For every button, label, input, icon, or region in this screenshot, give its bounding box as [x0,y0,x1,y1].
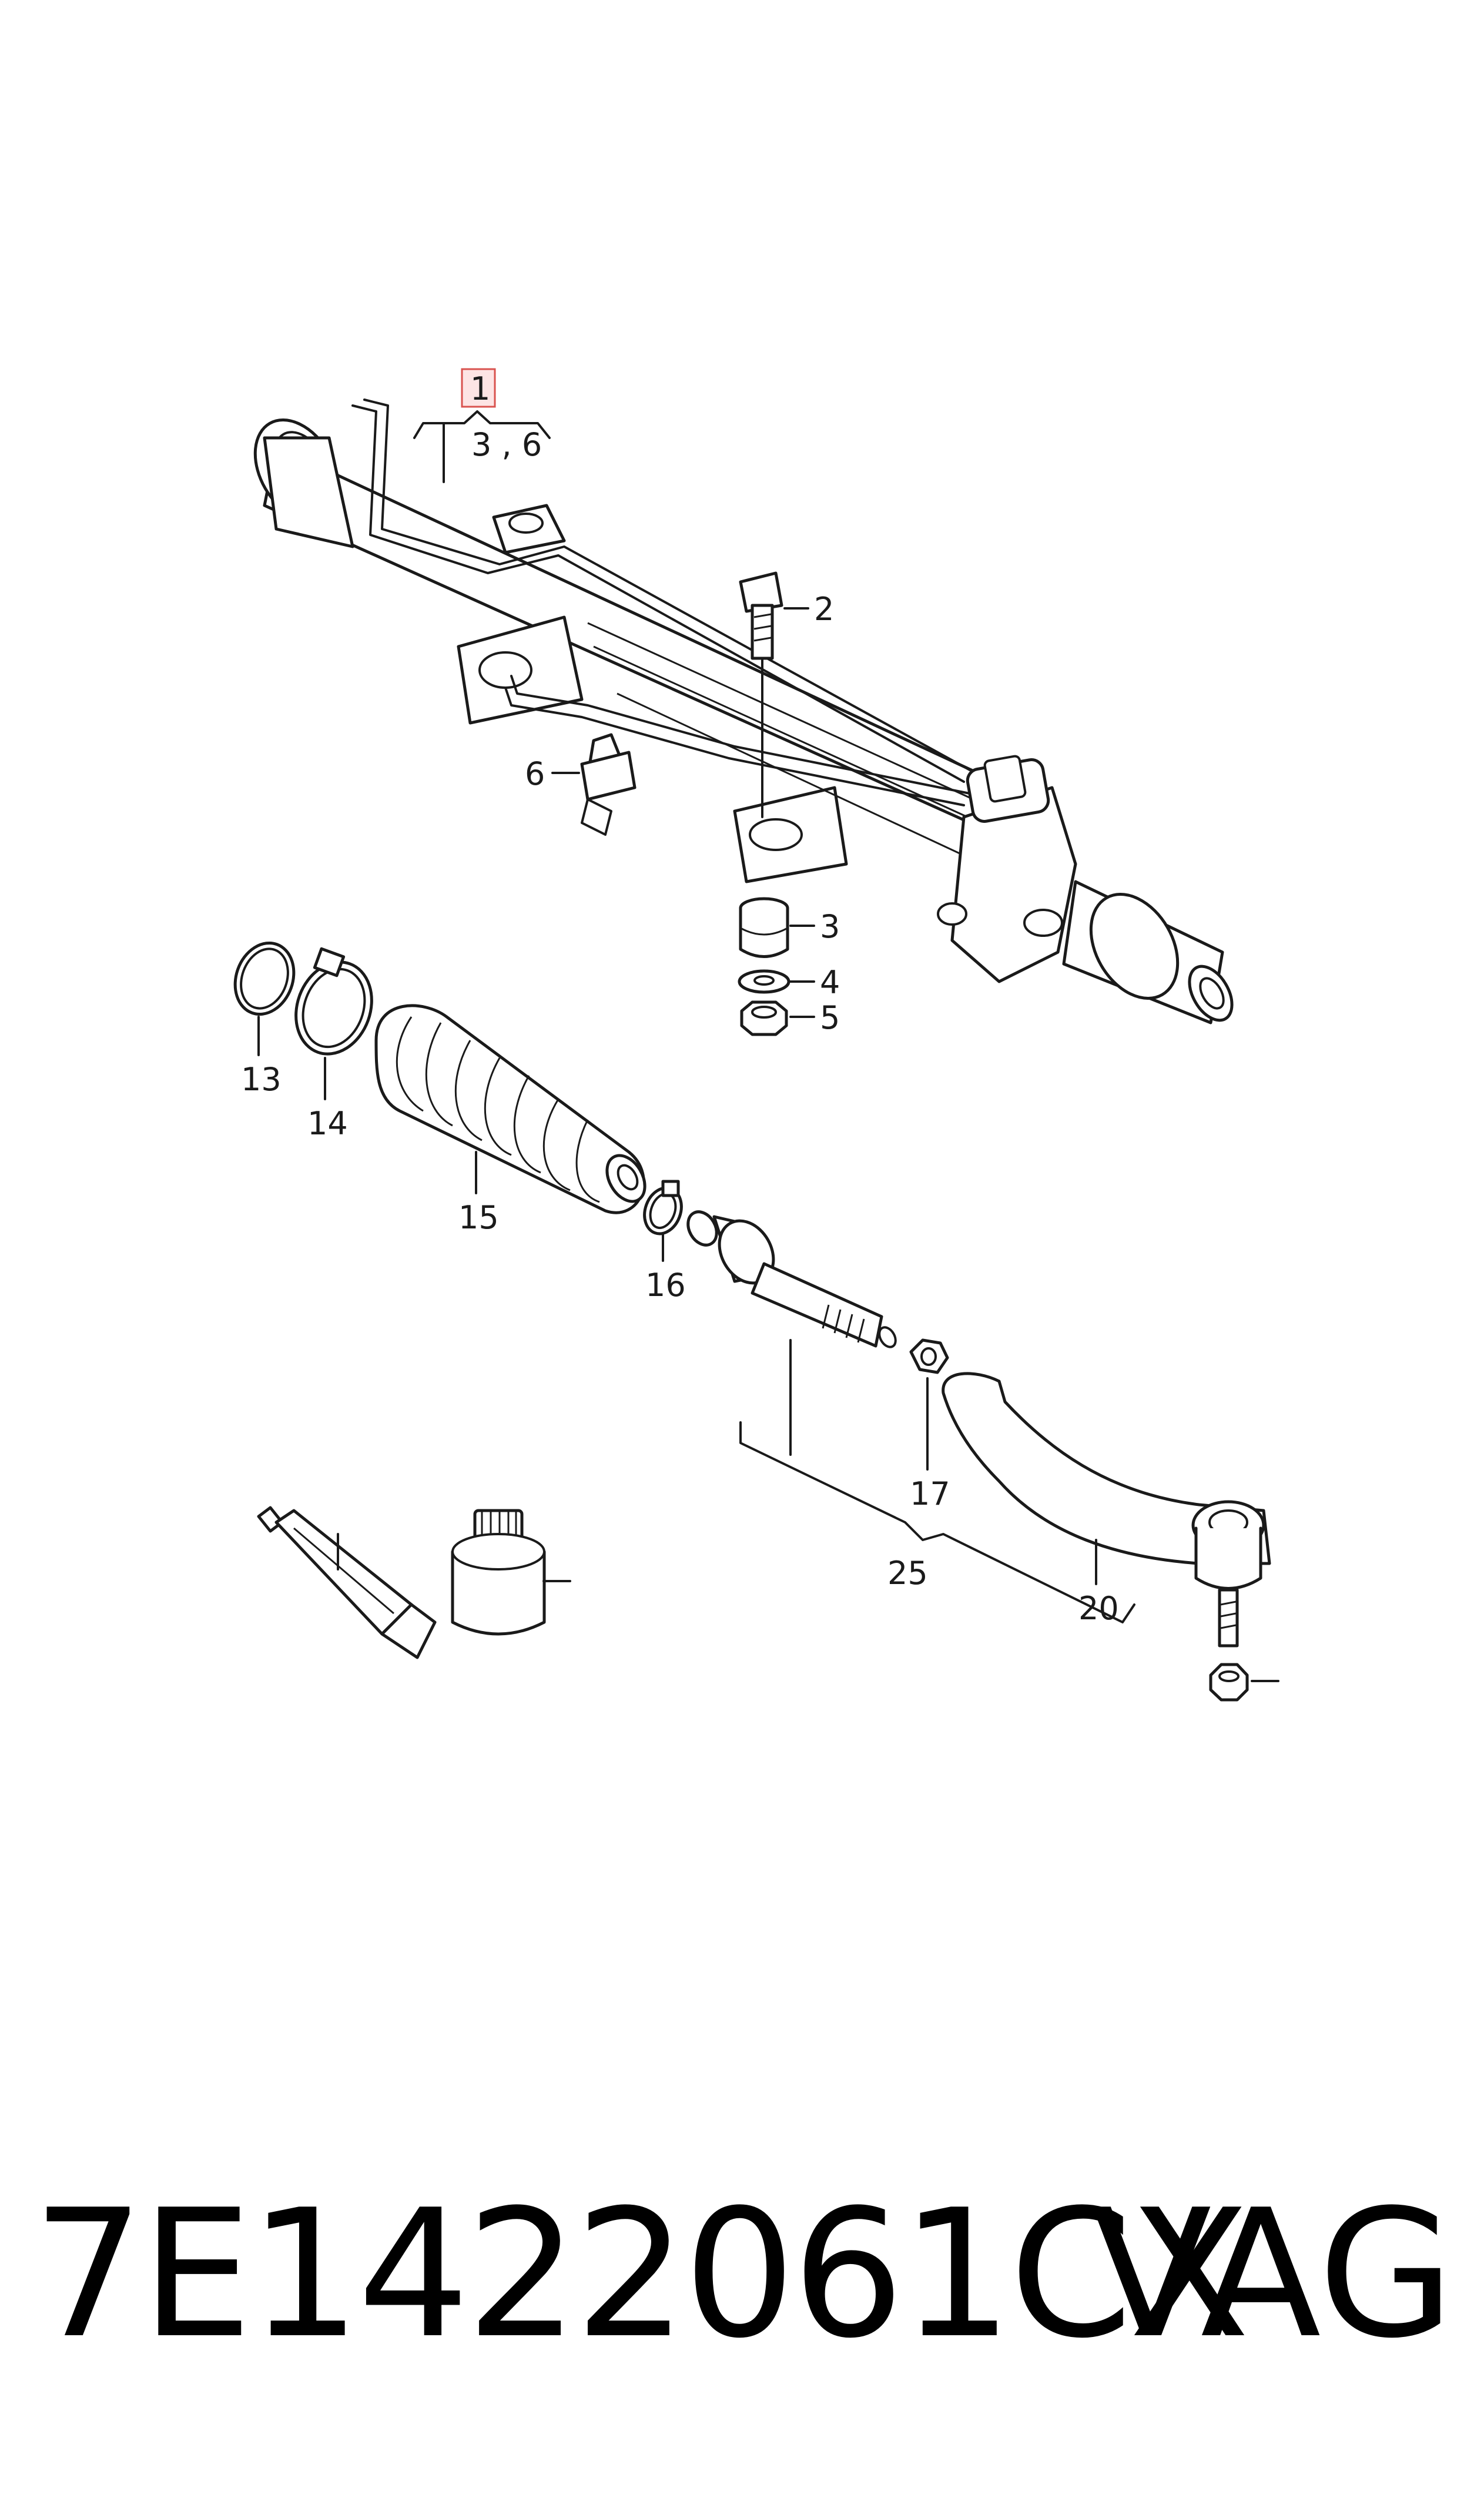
callout-3-label: 3 [820,908,840,945]
callout-5-label: 5 [820,999,840,1036]
callout-15-label: 20 [1078,1590,1119,1627]
steering-rack-housing [253,418,1234,1024]
callout-4-label: 4 [820,964,840,1001]
part-number: 7E1422061CX [32,2172,1249,2377]
callout-1-sub-label: 3 , 6 [471,426,542,463]
footer: 7E1422061CX VAG [32,2169,1455,2380]
bolt-part-2 [739,571,783,818]
boot-part-12 [374,1004,646,1214]
grease-tube-part-20 [257,1506,437,1659]
callout-1-label: 1 [470,370,490,407]
inner-tie-rod [686,1210,897,1348]
brand-name: VAG [1091,2172,1455,2377]
callout-13-label: 16 [645,1267,686,1304]
o-ring-part-10 [233,941,296,1016]
fluid-bottle-part-25 [451,1509,546,1636]
hydraulic-lines [351,399,971,806]
callout-2-label: 2 [814,591,834,628]
callout-16-bracket [739,1421,1135,1623]
small-clamp-part-13 [643,1180,683,1235]
callout-11-label: 14 [307,1105,348,1142]
tie-rod-end-part-15 [942,1372,1271,1648]
clip-part-6 [580,733,637,836]
nut-part-17 [1209,1663,1249,1702]
washer-part-4 [738,969,790,994]
callout-1-bracket [413,410,551,439]
callout-12-label: 15 [458,1199,499,1236]
callout-1[interactable]: 1 [461,368,496,408]
callout-1-highlight [461,368,496,408]
bushing-part-3 [739,897,789,958]
callout-6-label: 6 [525,755,545,792]
nut-part-5 [740,1000,788,1036]
clamp-part-11 [294,947,373,1056]
callout-14-label: 17 [910,1475,950,1512]
nut-part-14 [909,1338,949,1374]
callout-16-label: 25 [887,1555,928,1592]
callout-10-label: 13 [241,1061,282,1098]
